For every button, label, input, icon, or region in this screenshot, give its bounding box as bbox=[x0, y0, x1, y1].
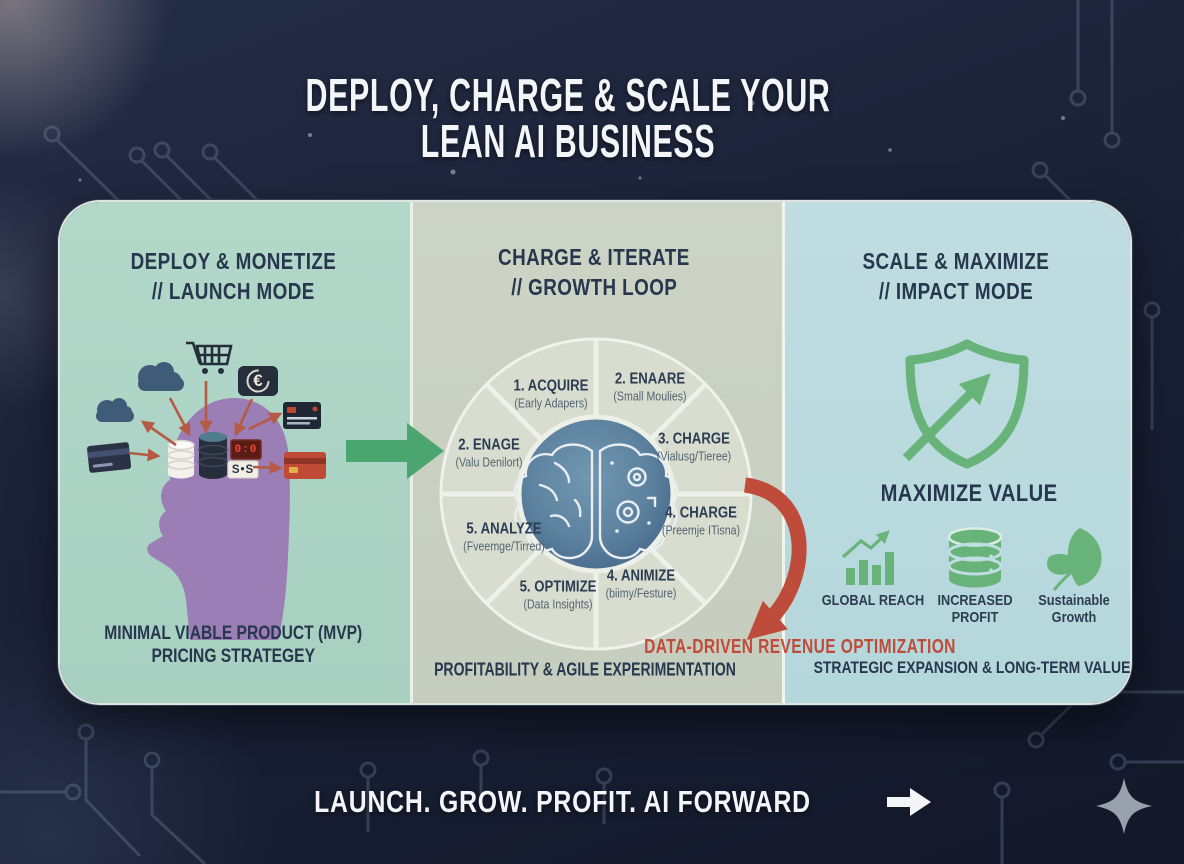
sparkle-icon bbox=[1096, 778, 1152, 834]
benefit-increased-profit: INCREASED PROFIT bbox=[937, 592, 1013, 626]
loop-segment-enage: 2. ENAGE (Valu Denilort) bbox=[455, 436, 523, 470]
revenue-optimization-callout: DATA-DRIVEN REVENUE OPTIMIZATION bbox=[644, 635, 956, 658]
bottom-tagline: LAUNCH. GROW. PROFIT. AI FORWARD bbox=[0, 784, 1184, 820]
loop-segment-acquire: 1. ACQUIRE (Early Adapers) bbox=[513, 377, 589, 411]
page-title-line1: DEPLOY, CHARGE & SCALE YOUR bbox=[305, 69, 831, 121]
benefit-sustainable-growth: Sustainable Growth bbox=[1038, 592, 1110, 626]
euro-symbol: € bbox=[253, 371, 263, 390]
loop-segment-animize: 4. ANIMIZE (biimy/Festure) bbox=[605, 567, 677, 601]
maximize-value-heading: MAXIMIZE VALUE bbox=[880, 480, 1058, 507]
loop-segment-analyze: 5. ANALYZE (Fveemge/Tirred) bbox=[463, 520, 545, 554]
middle-panel-header: CHARGE & ITERATE // GROWTH LOOP bbox=[498, 244, 690, 300]
loop-segment-enaare: 2. ENAARE (Small Moulies) bbox=[613, 370, 687, 404]
page-title-line2: LEAN AI BUSINESS bbox=[420, 115, 716, 167]
led-value: 0:0 bbox=[234, 444, 258, 456]
forward-arrow-icon bbox=[886, 788, 931, 816]
loop-segment-charge-3: 3. CHARGE (Vialusg/Tieree) bbox=[656, 430, 732, 464]
right-panel-footer: STRATEGIC EXPANSION & LONG-TERM VALUE bbox=[813, 658, 1131, 677]
middle-panel-footer: PROFITABILITY & AGILE EXPERIMENTATION bbox=[434, 659, 736, 680]
benefit-global-reach: GLOBAL REACH bbox=[821, 592, 925, 609]
sas-badge-value: S•S bbox=[231, 464, 255, 476]
loop-segment-charge-4: 4. CHARGE (Preemje ITisna) bbox=[661, 504, 741, 538]
left-panel-footer: MINIMAL VIABLE PRODUCT (MVP) PRICING STR… bbox=[104, 622, 362, 667]
loop-segment-optimize: 5. OPTIMIZE (Data Insights) bbox=[519, 578, 597, 612]
right-panel-header: SCALE & MAXIMIZE // IMPACT MODE bbox=[862, 248, 1050, 304]
left-panel-header: DEPLOY & MONETIZE // LAUNCH MODE bbox=[130, 248, 336, 304]
